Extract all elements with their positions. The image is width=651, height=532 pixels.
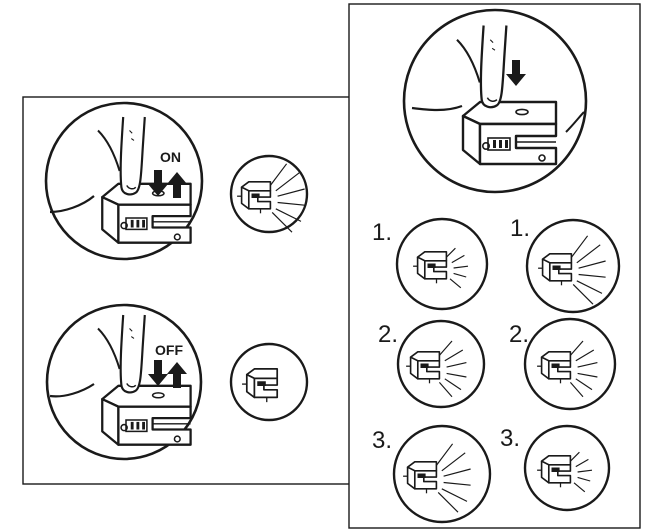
on-press-illustration: ON: [44, 101, 204, 261]
step-row-3: 3. 3.: [372, 424, 611, 524]
step-label-right: 1.: [510, 215, 530, 242]
step-label-right: 2.: [509, 321, 529, 348]
off-press-illustration: OFF: [45, 303, 203, 461]
on-label: ON: [160, 149, 181, 165]
step-label-left: 2.: [378, 321, 398, 348]
step-label-right: 3.: [500, 425, 520, 452]
step-row-1: 1. 1.: [372, 215, 621, 314]
step-row-2: 2. 2.: [378, 317, 617, 411]
off-label: OFF: [155, 342, 183, 358]
lamp-lit-illustration: [229, 154, 309, 234]
lamp-circle-right: [525, 218, 621, 314]
step-label-left: 3.: [372, 427, 392, 454]
step-label-left: 1.: [372, 219, 392, 246]
lamp-off-illustration: [229, 342, 309, 422]
lamp-circle-left: [396, 319, 486, 409]
press-illustration: [402, 8, 588, 194]
lamp-circle-left: [392, 424, 492, 524]
